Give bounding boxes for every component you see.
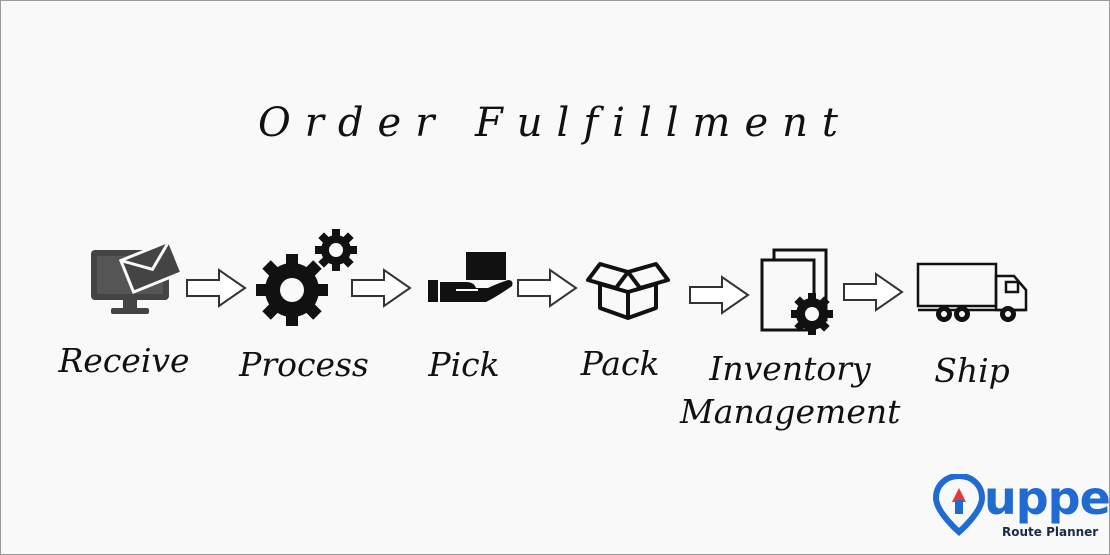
step-label-ship: Ship xyxy=(934,351,1010,390)
step-label-management: Management xyxy=(680,392,901,431)
flow-arrow-4 xyxy=(689,275,750,315)
truck-icon xyxy=(916,262,1028,322)
hand-box-icon xyxy=(428,252,513,302)
step-label-inventory: Inventory xyxy=(709,349,871,388)
step-label-pack: Pack xyxy=(580,344,660,383)
step-label-receive: Receive xyxy=(58,341,190,380)
logo-wordmark: upper xyxy=(984,471,1110,525)
flow-arrow-1 xyxy=(186,268,247,308)
diagram-title: Order Fulfillment xyxy=(258,100,852,146)
flow-arrow-5 xyxy=(843,272,904,312)
flow-arrow-3 xyxy=(517,268,578,308)
location-pin-icon xyxy=(932,474,986,536)
flow-arrow-2 xyxy=(351,268,412,308)
documents-gear-icon xyxy=(760,248,833,335)
upper-logo: upper Route Planner xyxy=(932,470,1110,550)
step-label-pick: Pick xyxy=(428,345,500,384)
monitor-envelope-icon xyxy=(91,239,184,314)
step-label-process: Process xyxy=(239,345,369,384)
gears-icon xyxy=(256,229,357,326)
open-box-icon xyxy=(586,262,670,320)
logo-tagline: Route Planner xyxy=(1002,525,1099,539)
